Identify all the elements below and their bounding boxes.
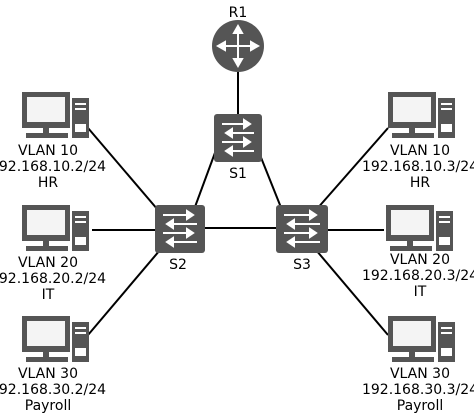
desktop-computer-icon: [22, 92, 89, 138]
link-s1-s3: [257, 149, 285, 216]
host-vlan: VLAN 20: [390, 252, 450, 268]
host-pc-left-2: VLAN 20 192.168.20.2/24 IT: [0, 205, 106, 303]
desktop-computer-icon: [388, 316, 455, 362]
host-pc-left-3: VLAN 30 192.168.30.2/24 Payroll: [0, 316, 106, 414]
host-ip: 192.168.10.2/24: [0, 159, 106, 175]
desktop-computer-icon: [388, 92, 455, 138]
desktop-computer-icon: [386, 205, 453, 251]
host-vlan: VLAN 20: [18, 255, 78, 271]
link-s2-pc-left-1: [87, 127, 159, 211]
switch-s3-label: S3: [293, 257, 311, 273]
links: [87, 72, 389, 336]
switch-icon: [276, 205, 328, 253]
link-s3-pc-right-3: [315, 249, 389, 336]
switch-icon: [214, 114, 262, 162]
host-pc-left-1: VLAN 10 192.168.10.2/24 HR: [0, 92, 106, 191]
switch-s1-label: S1: [229, 166, 247, 182]
host-dept: IT: [42, 287, 55, 303]
router-label: R1: [229, 5, 248, 21]
host-ip: 192.168.20.3/24: [362, 268, 474, 284]
host-vlan: VLAN 10: [18, 143, 78, 159]
host-ip: 192.168.20.2/24: [0, 271, 106, 287]
switch-icon: [155, 205, 205, 253]
host-ip: 192.168.30.3/24: [362, 382, 474, 398]
switch-s2: S2: [155, 205, 205, 273]
link-s2-pc-left-3: [87, 249, 161, 336]
switch-s2-label: S2: [169, 257, 187, 273]
switch-s3: S3: [276, 205, 328, 273]
link-s3-pc-right-1: [315, 127, 389, 211]
host-vlan: VLAN 30: [390, 366, 450, 382]
host-dept: Payroll: [397, 398, 443, 414]
host-pc-right-2: VLAN 20 192.168.20.3/24 IT: [362, 205, 474, 300]
host-dept: HR: [38, 175, 59, 191]
link-s1-s2: [191, 149, 217, 216]
host-ip: 192.168.10.3/24: [362, 159, 474, 175]
host-vlan: VLAN 30: [18, 366, 78, 382]
router-r1: R1: [212, 5, 264, 72]
host-dept: HR: [410, 175, 431, 191]
desktop-computer-icon: [22, 316, 89, 362]
host-dept: IT: [414, 284, 427, 300]
host-dept: Payroll: [25, 398, 71, 414]
host-ip: 192.168.30.2/24: [0, 382, 106, 398]
switch-s1: S1: [214, 114, 262, 182]
host-vlan: VLAN 10: [390, 143, 450, 159]
desktop-computer-icon: [22, 205, 89, 251]
host-pc-right-3: VLAN 30 192.168.30.3/24 Payroll: [362, 316, 474, 414]
host-pc-right-1: VLAN 10 192.168.10.3/24 HR: [362, 92, 474, 191]
